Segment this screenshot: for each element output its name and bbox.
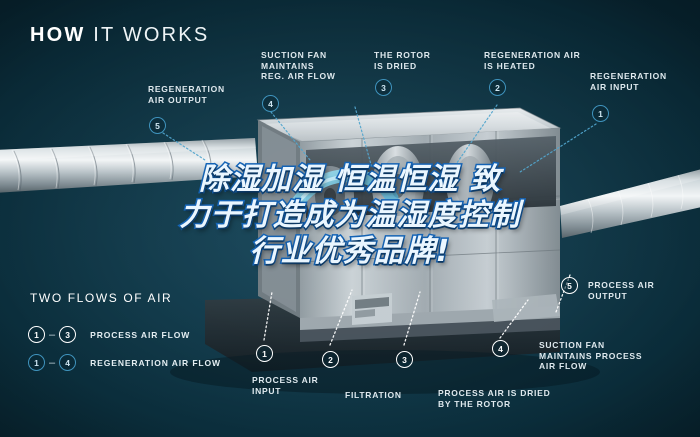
legend-title: TWO FLOWS OF AIR [30, 291, 173, 305]
title-bold: HOW [30, 24, 86, 46]
callout-marker-5-top[interactable]: 5 [149, 117, 166, 134]
leader-lines-top [162, 104, 597, 173]
callout-marker-3-top[interactable]: 3 [375, 79, 392, 96]
airflow-arrow [283, 169, 399, 221]
callout-marker-2-bottom[interactable]: 2 [322, 351, 339, 368]
legend-label-regeneration-air-flow: REGENERATION AIR FLOW [90, 357, 221, 368]
right-duct [560, 169, 700, 238]
legend-row-regeneration-air-flow: 1 – 4 REGENERATION AIR FLOW [28, 354, 221, 371]
callout-marker-3-bottom[interactable]: 3 [396, 351, 413, 368]
legend-dash-2: – [49, 356, 56, 369]
control-module [352, 293, 392, 325]
callout-label-filtration: FILTRATION [345, 390, 402, 400]
legend-label-process-air-flow: PROCESS AIR FLOW [90, 329, 191, 340]
callout-label-suction-fan-reg: SUCTION FAN MAINTAINS REG. AIR FLOW [261, 50, 336, 81]
chinese-promo-overlay: 除湿加湿 恒温恒湿 致 力于打造成为温湿度控制 行业优秀品牌! [0, 161, 700, 271]
callout-marker-2-top[interactable]: 2 [489, 79, 506, 96]
callout-label-suction-fan-process: SUCTION FAN MAINTAINS PROCESS AIR FLOW [539, 340, 643, 371]
main-cabinet [205, 107, 562, 372]
overlay-line-1: 除湿加湿 恒温恒湿 致 [198, 161, 502, 199]
rotor-wheel [372, 144, 494, 226]
callout-marker-1-top[interactable]: 1 [592, 105, 609, 122]
left-duct [0, 138, 258, 193]
callout-label-rotor-dried: THE ROTOR IS DRIED [374, 50, 431, 71]
callout-label-regeneration-air-input: REGENERATION AIR INPUT [590, 71, 667, 92]
callout-label-process-air-output: PROCESS AIR OUTPUT [588, 280, 655, 301]
legend-marker-1-white[interactable]: 1 [28, 326, 45, 343]
title-light: IT WORKS [93, 24, 210, 46]
leader-lines-bottom [263, 274, 571, 346]
callout-label-regeneration-air-output: REGENERATION AIR OUTPUT [148, 84, 225, 105]
legend-marker-3-white[interactable]: 3 [59, 326, 77, 343]
callout-marker-5-bottom[interactable]: 5 [561, 277, 578, 294]
callout-label-regen-air-heated: REGENERATION AIR IS HEATED [484, 50, 581, 71]
legend-marker-1-blue[interactable]: 1 [28, 354, 45, 371]
page-title: HOW IT WORKS [30, 24, 209, 47]
callout-label-process-air-input: PROCESS AIR INPUT [252, 375, 319, 396]
callout-marker-1-bottom[interactable]: 1 [256, 345, 273, 362]
legend-row-process-air-flow: 1 – 3 PROCESS AIR FLOW [28, 326, 190, 343]
callout-marker-4-top[interactable]: 4 [262, 95, 279, 112]
overlay-line-2: 力于打造成为温湿度控制 [178, 197, 521, 235]
overlay-line-3: 行业优秀品牌! [248, 233, 451, 271]
callout-label-process-air-dried: PROCESS AIR IS DRIED BY THE ROTOR [438, 388, 551, 409]
legend-marker-4-blue[interactable]: 4 [59, 354, 77, 371]
callout-marker-4-bottom[interactable]: 4 [492, 340, 509, 357]
legend-dash-1: – [49, 328, 56, 341]
